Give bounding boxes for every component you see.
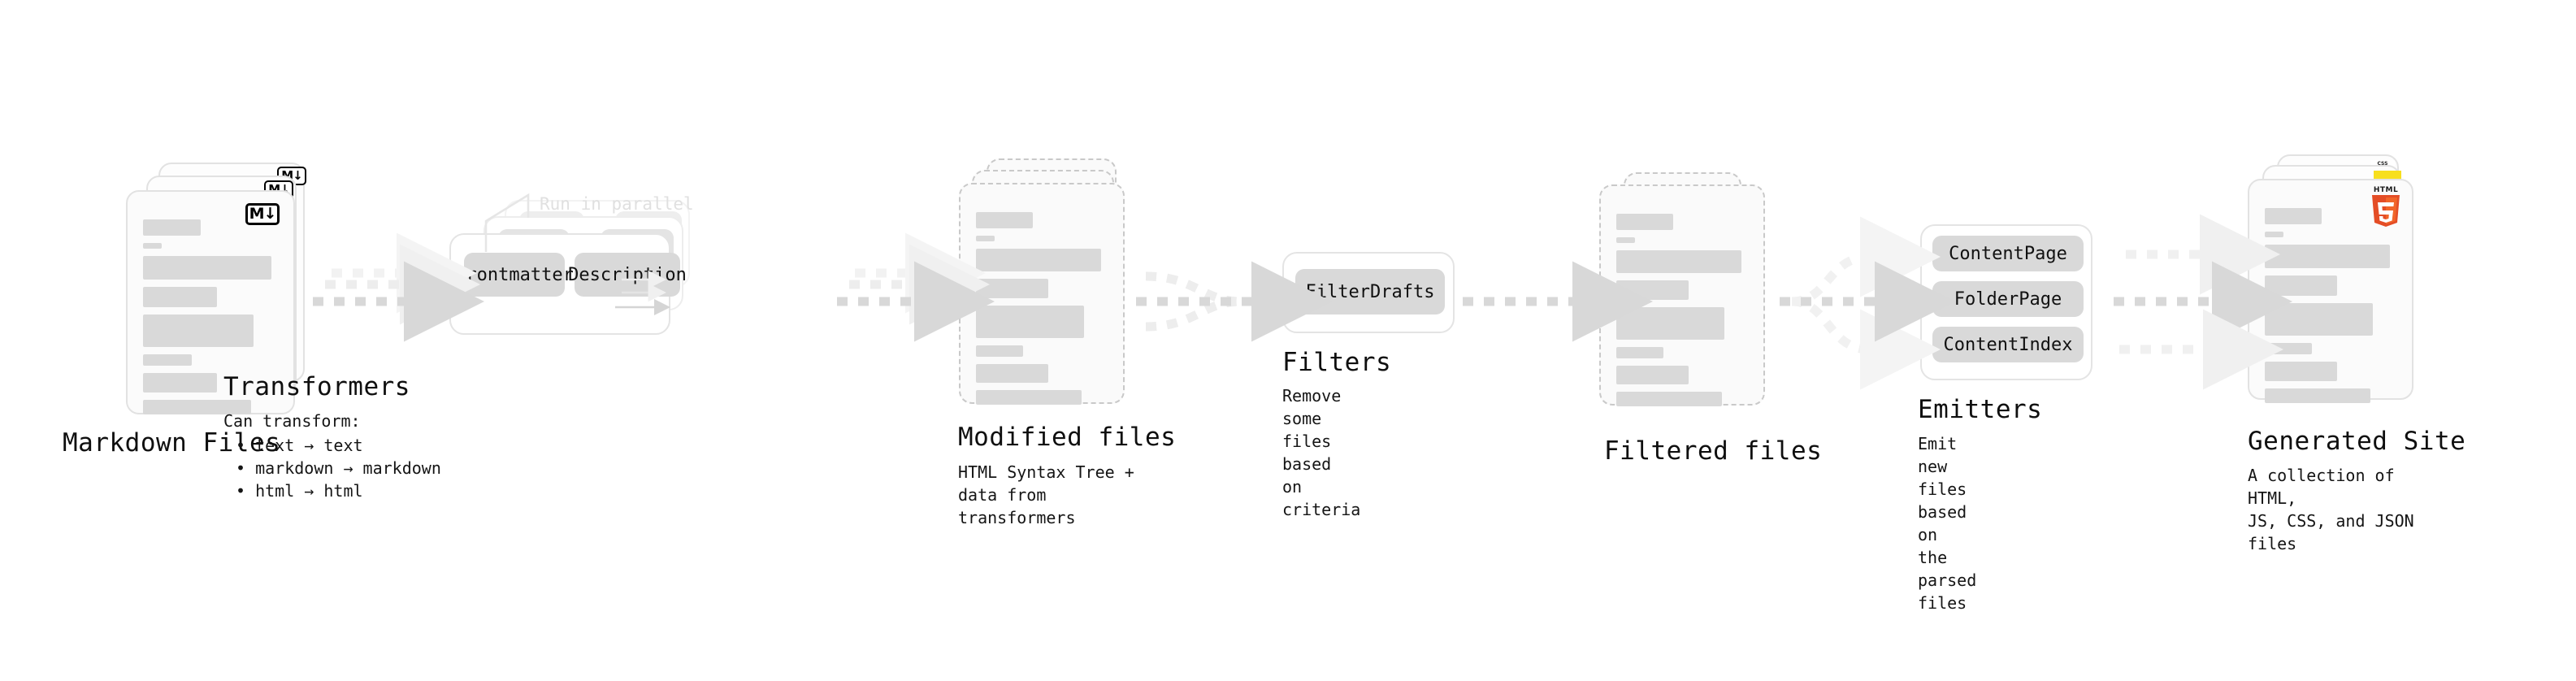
content-bar xyxy=(1616,250,1741,273)
chip-filterdrafts[interactable]: FilterDrafts xyxy=(1295,269,1445,314)
stage-title-filtered-files: Filtered files xyxy=(1604,436,1823,466)
stage-title-filters: Filters xyxy=(1282,348,1392,377)
file-content-lines xyxy=(2265,208,2396,410)
content-bar xyxy=(143,373,218,393)
stage-filtered-files: Filtered files xyxy=(1599,172,1822,466)
content-bar xyxy=(2265,388,2370,403)
file-content-lines xyxy=(1616,214,1748,414)
modified-files-subtitle: HTML Syntax Tree + data from transformer… xyxy=(958,462,1134,527)
html5-icon-label: HTML xyxy=(2373,186,2399,194)
content-bar xyxy=(1616,280,1689,300)
content-bar xyxy=(2265,303,2373,336)
content-bar xyxy=(143,256,271,280)
generated-site-subtitle: A collection of HTML, JS, CSS, and JSON … xyxy=(2248,466,2414,553)
content-bar xyxy=(2265,245,2390,268)
content-bar xyxy=(2265,362,2338,381)
markdown-badge: M↓ xyxy=(245,203,280,225)
stage-generated-site: CSS HTML xyxy=(2248,154,2465,553)
transformer-panel[interactable]: Frontmatter Description xyxy=(449,233,687,335)
connector-md-to-transformers xyxy=(313,232,484,342)
chip-contentindex[interactable]: ContentIndex xyxy=(1932,327,2084,362)
connector-transformers-to-modified xyxy=(837,232,995,342)
file-card-front: M↓ xyxy=(126,190,295,414)
bullet-text: markdown → markdown xyxy=(255,458,441,478)
content-bar xyxy=(976,390,1082,405)
content-bar xyxy=(976,249,1101,271)
file-card-front xyxy=(959,183,1125,405)
content-bar xyxy=(143,219,202,236)
chip-contentpage[interactable]: ContentPage xyxy=(1932,236,2084,271)
stage-title-emitters: Emitters xyxy=(1918,395,2043,424)
bullet-text: html → html xyxy=(255,481,363,501)
stage-markdown-files: M↓ M↓ M↓ Markdown Files xyxy=(63,163,313,458)
content-bar xyxy=(1616,307,1724,340)
content-bar xyxy=(976,345,1024,357)
connector-filtered-to-emitters xyxy=(1780,216,1955,390)
stage-modified-files: Modified files HTML Syntax Tree + data f… xyxy=(958,158,1176,527)
chip-frontmatter[interactable]: Frontmatter xyxy=(455,253,574,297)
file-card-front: HTML xyxy=(2248,179,2413,403)
content-bar xyxy=(2265,343,2313,354)
content-bar xyxy=(143,287,218,307)
content-bar xyxy=(1616,366,1689,384)
transformers-bullet-list: • text → text • markdown → markdown • ht… xyxy=(236,434,441,502)
file-content-lines xyxy=(143,219,278,422)
content-bar xyxy=(143,243,163,249)
content-bar xyxy=(143,314,254,347)
content-bar xyxy=(2265,232,2283,237)
content-bar xyxy=(2265,275,2338,296)
content-bar xyxy=(143,354,192,366)
connector-emitters-to-site xyxy=(2114,214,2292,390)
bullet-text: text → text xyxy=(255,436,363,455)
generated-file-stack: CSS HTML xyxy=(2248,154,2443,423)
bullet-item: • markdown → markdown xyxy=(236,458,441,478)
filters-subtitle: Remove some files based on criteria xyxy=(1282,386,1361,519)
content-bar xyxy=(1616,392,1722,406)
content-bar xyxy=(1616,214,1673,230)
chip-folderpage[interactable]: FolderPage xyxy=(1932,281,2084,317)
file-content-lines xyxy=(976,212,1108,412)
css-badge-text: CSS xyxy=(2370,160,2395,167)
file-card-front xyxy=(1599,184,1765,406)
filtered-file-stack xyxy=(1599,172,1786,432)
content-bar xyxy=(2265,208,2322,224)
content-bar xyxy=(1616,237,1635,243)
bullet-item: • text → text xyxy=(236,436,363,455)
emitters-panel[interactable]: ContentPage FolderPage ContentIndex xyxy=(1920,224,2092,380)
chip-description[interactable]: Description xyxy=(568,253,687,297)
markdown-file-stack: M↓ M↓ M↓ xyxy=(126,163,313,423)
content-bar xyxy=(976,279,1049,298)
stage-title-generated-site: Generated Site xyxy=(2248,427,2466,456)
emitters-subtitle: Emit new files based on the parsed files xyxy=(1918,434,1977,613)
content-bar xyxy=(976,364,1049,383)
html5-icon: HTML xyxy=(2370,186,2402,228)
filters-panel[interactable]: FilterDrafts xyxy=(1282,252,1455,333)
content-bar xyxy=(976,236,995,241)
bullet-item: • html → html xyxy=(236,481,363,501)
transformers-subtitle: Can transform: xyxy=(223,411,361,431)
content-bar xyxy=(1616,347,1664,358)
stage-title-markdown-files: Markdown Files xyxy=(63,428,281,458)
stage-title-modified-files: Modified files xyxy=(958,423,1177,452)
modified-file-stack xyxy=(959,158,1146,419)
content-bar xyxy=(143,400,251,414)
stage-title-transformers: Transformers xyxy=(223,372,410,401)
content-bar xyxy=(976,212,1033,228)
content-bar xyxy=(976,306,1084,338)
connector-modified-to-filters xyxy=(1136,261,1332,342)
